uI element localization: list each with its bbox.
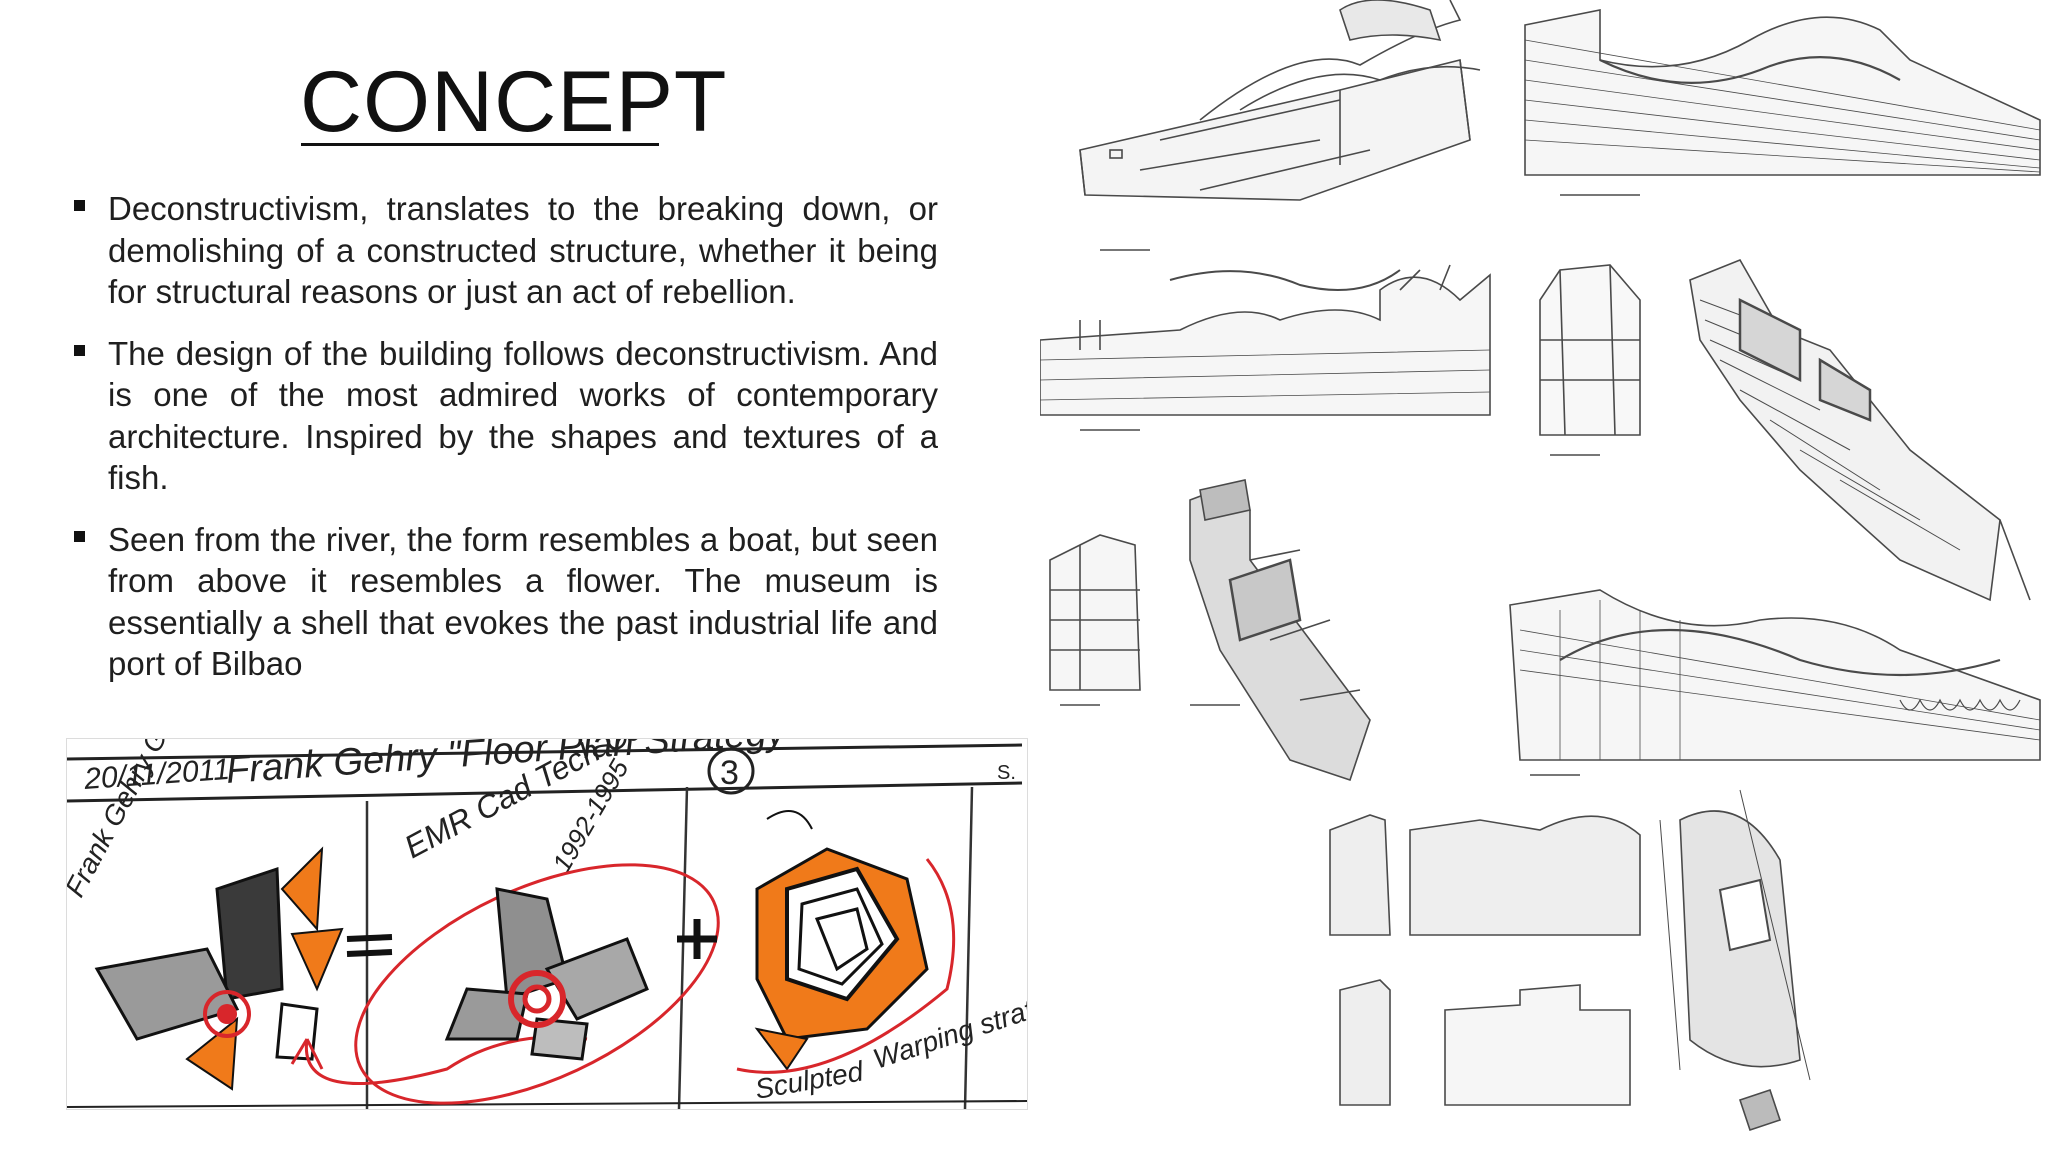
detail-drawings [1329, 789, 1811, 1132]
isometric-drawing-3 [1189, 479, 1371, 782]
sketch-page-number: 3 [720, 754, 739, 792]
square-bullet-icon [74, 200, 85, 211]
isometric-drawing-2 [1689, 258, 2031, 602]
bullet-list: Deconstructivism, translates to the brea… [72, 188, 938, 705]
bullet-item: The design of the building follows decon… [72, 333, 938, 499]
isometric-drawing-1 [1079, 0, 1481, 251]
bullet-text: Deconstructivism, translates to the brea… [108, 190, 938, 310]
drawings-collage [1040, 0, 2041, 1132]
bullet-text: Seen from the river, the form resembles … [108, 520, 938, 683]
technical-drawings-image [1040, 0, 2048, 1152]
middle-flower-sketch [444, 887, 649, 1061]
elevation-drawing-3 [1509, 589, 2041, 776]
right-sculpted-sketch [736, 810, 956, 1074]
bullet-text: The design of the building follows decon… [108, 334, 938, 497]
bullet-item: Deconstructivism, translates to the brea… [72, 188, 938, 313]
sketch-drawing: 20/11/2011 Frank Gehry "Floor Plan Strat… [67, 739, 1027, 1109]
section-drawing-2 [1049, 534, 1141, 706]
sketch-bottom-label-1: Sculpted [753, 1055, 867, 1105]
slide-title: CONCEPT [300, 54, 728, 150]
left-flower-sketch [94, 846, 588, 1091]
square-bullet-icon [74, 344, 85, 356]
gehry-sketch-image: 20/11/2011 Frank Gehry "Floor Plan Strat… [66, 738, 1028, 1110]
section-drawing-1 [1539, 264, 1641, 456]
elevation-drawing-1 [1524, 9, 2041, 196]
square-bullet-icon [74, 530, 85, 542]
svg-text:S.: S. [997, 762, 1016, 784]
bullet-item: Seen from the river, the form resembles … [72, 519, 938, 685]
elevation-drawing-2 [1040, 264, 1491, 431]
title-underline [301, 143, 659, 146]
